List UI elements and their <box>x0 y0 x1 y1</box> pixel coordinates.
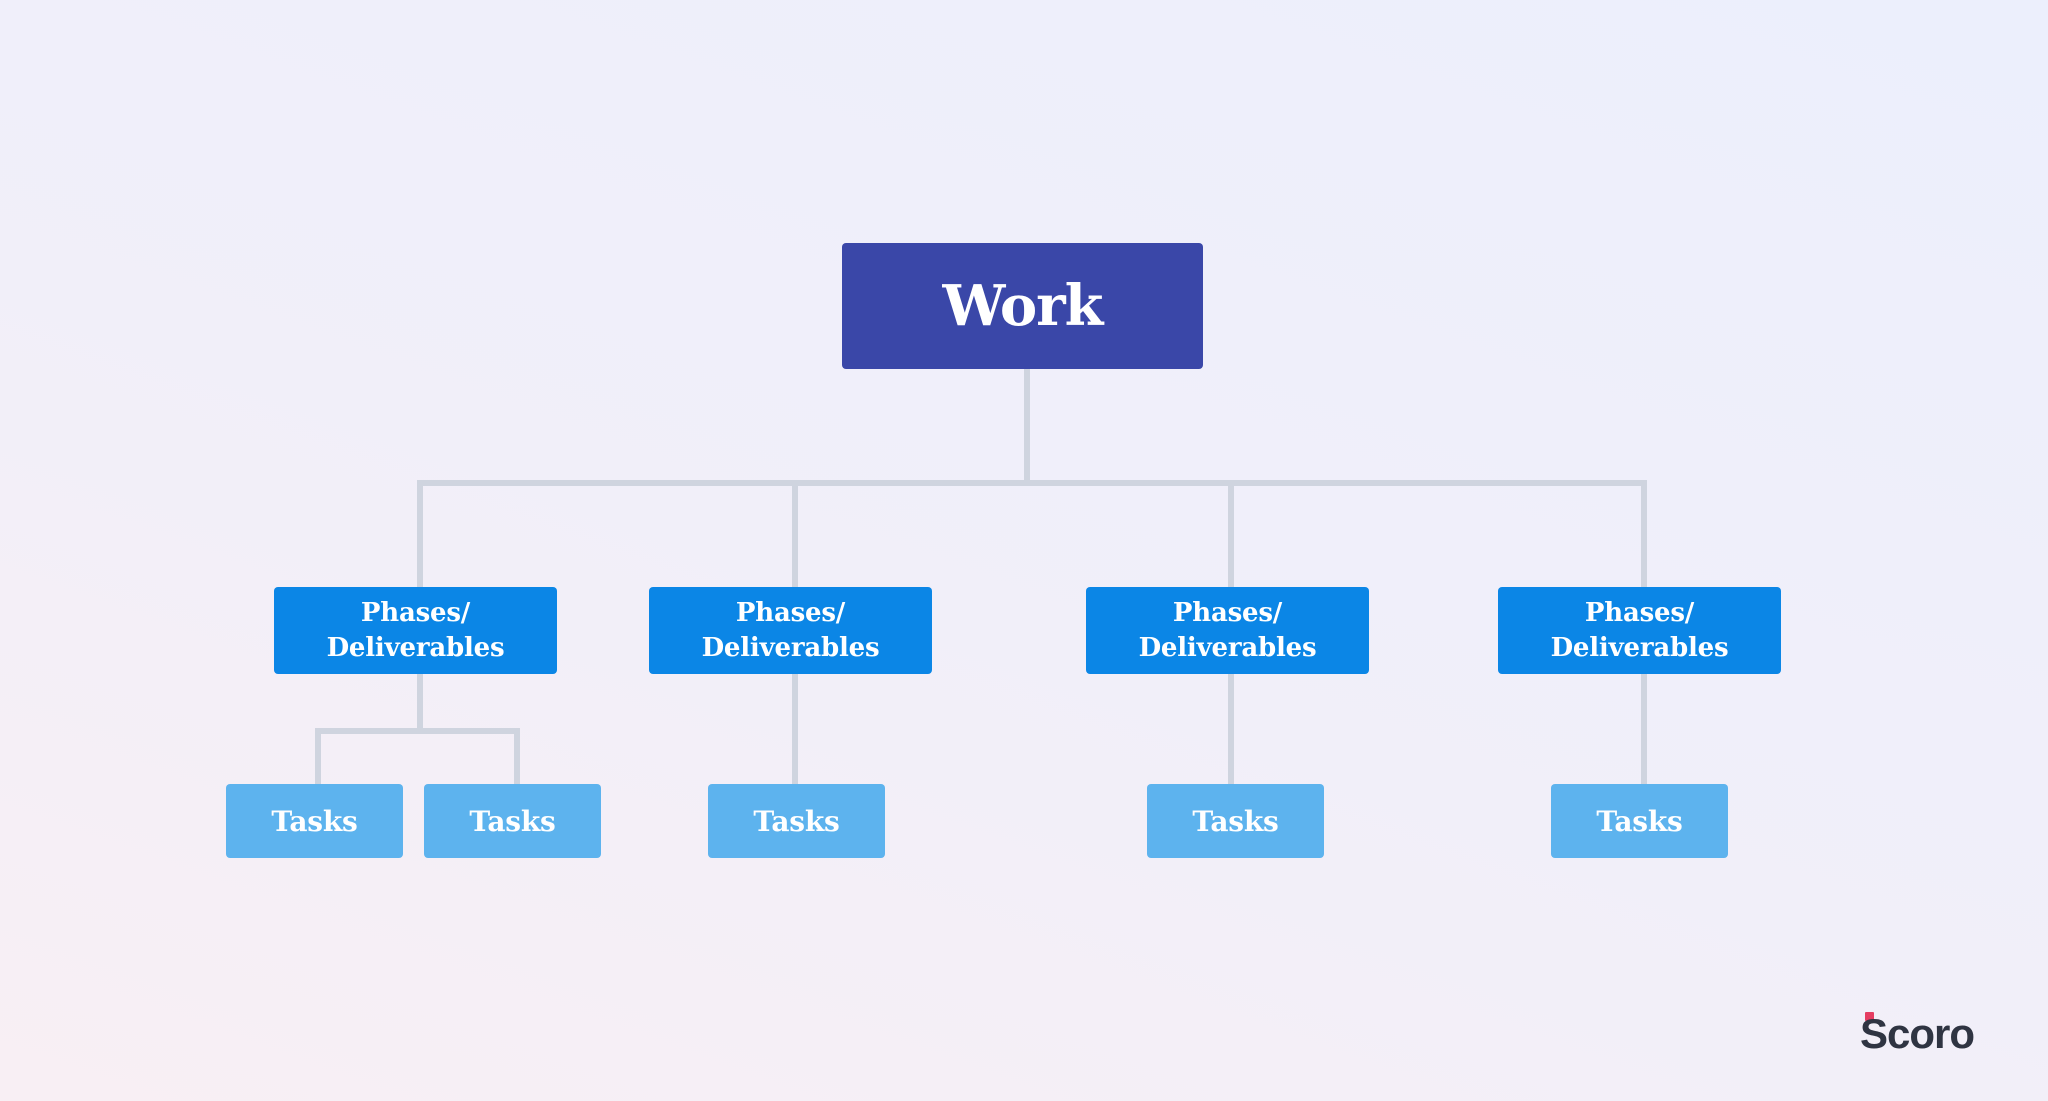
phase-node-label: Phases/ Deliverables <box>1550 597 1729 663</box>
task-node: Tasks <box>1551 784 1728 858</box>
phase-node-label: Phases/ Deliverables <box>326 597 505 663</box>
connector-root-to-phases <box>417 366 1647 590</box>
connector-phase-1-to-tasks <box>315 671 520 787</box>
phase-node: Phases/ Deliverables <box>1086 587 1369 674</box>
task-node-label: Tasks <box>271 804 358 838</box>
phase-node: Phases/ Deliverables <box>1498 587 1781 674</box>
task-node: Tasks <box>1147 784 1324 858</box>
phase-node-label: Phases/ Deliverables <box>701 597 880 663</box>
phase-node-label: Phases/ Deliverables <box>1138 597 1317 663</box>
scoro-logo-text: Scoro <box>1860 1010 1974 1054</box>
task-node-label: Tasks <box>1192 804 1279 838</box>
phase-node: Phases/ Deliverables <box>274 587 557 674</box>
task-node-label: Tasks <box>1596 804 1683 838</box>
task-node-label: Tasks <box>753 804 840 838</box>
root-node-label: Work <box>942 273 1104 339</box>
phase-node: Phases/ Deliverables <box>649 587 932 674</box>
task-node: Tasks <box>226 784 403 858</box>
task-node-label: Tasks <box>469 804 556 838</box>
scoro-logo: Scoro <box>1860 1010 1975 1054</box>
task-node: Tasks <box>708 784 885 858</box>
root-node-work: Work <box>842 243 1203 369</box>
task-node: Tasks <box>424 784 601 858</box>
scoro-logo-icon <box>1865 1012 1874 1021</box>
